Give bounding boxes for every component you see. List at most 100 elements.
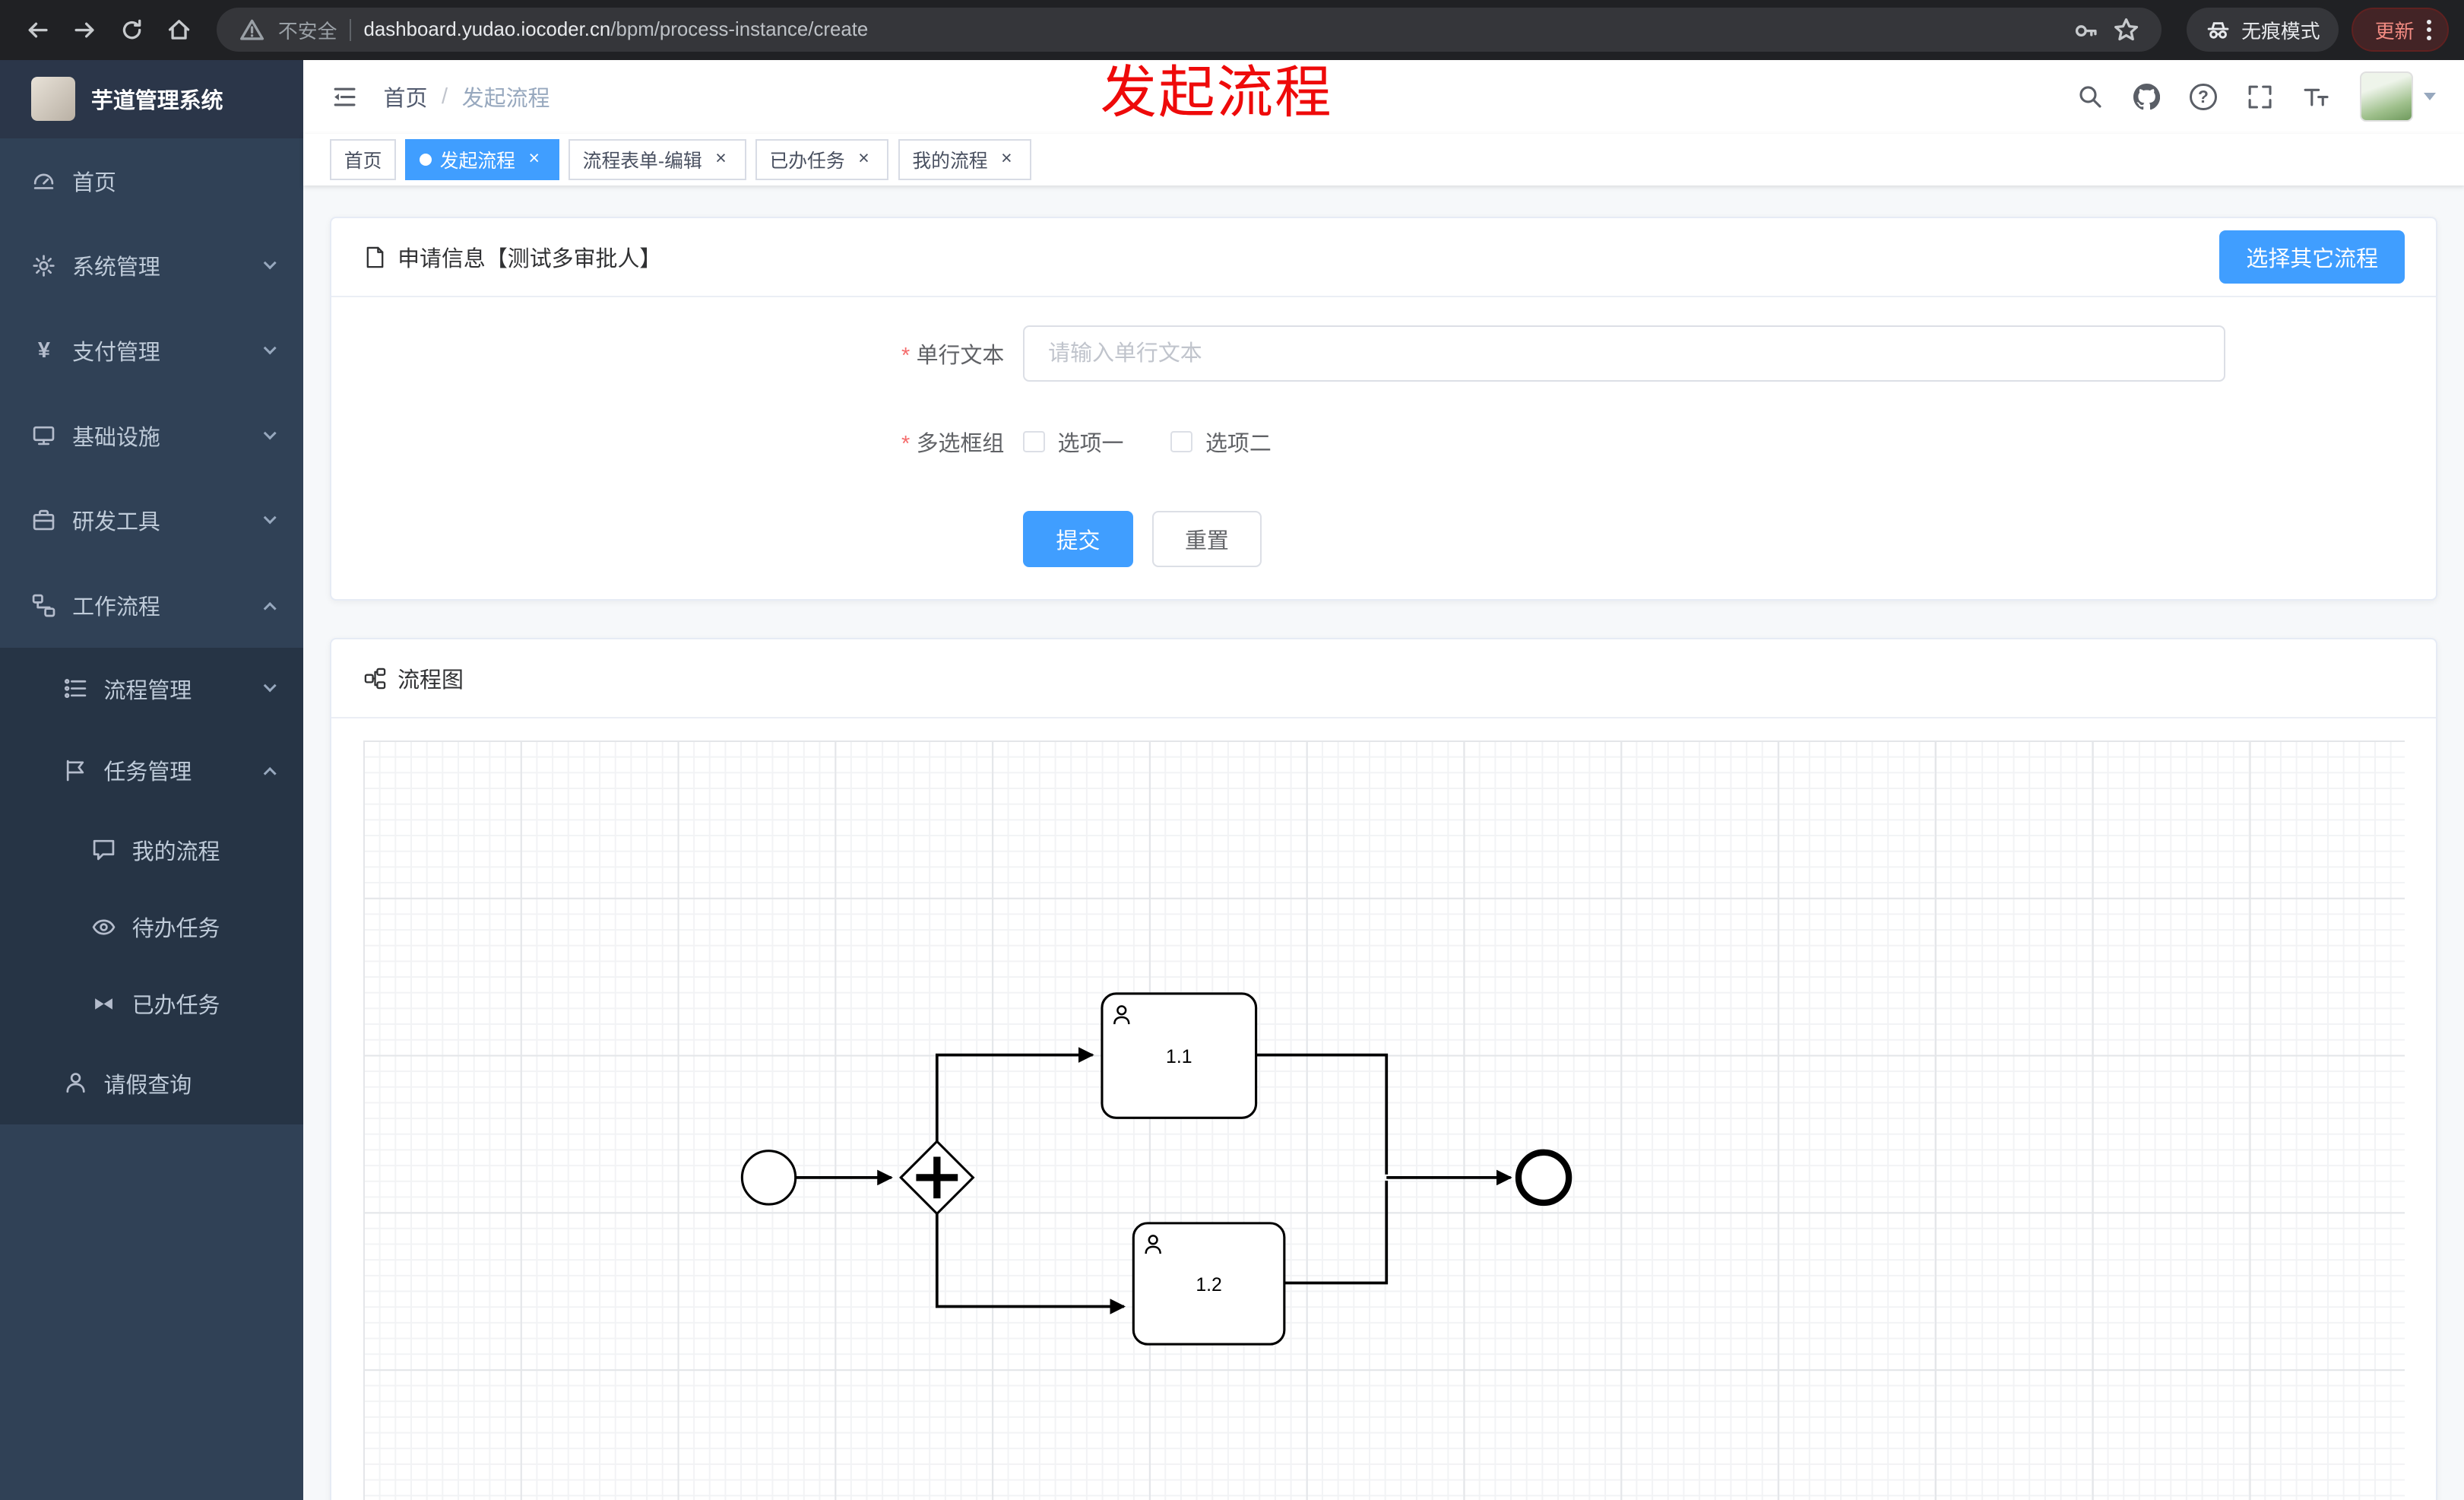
sidebar-item-done-tasks[interactable]: 已办任务 [0, 966, 303, 1042]
refresh-button[interactable] [110, 8, 154, 52]
sidebar-item-infrastructure[interactable]: 基础设施 [0, 393, 303, 478]
bpmn-canvas[interactable]: 1.1 1.2 [363, 740, 2405, 1500]
toolbox-icon [33, 509, 55, 531]
document-icon [366, 246, 383, 268]
sidebar-item-payment[interactable]: ¥ 支付管理 [0, 308, 303, 393]
avatar-image [2359, 71, 2413, 122]
incognito-badge[interactable]: 无痕模式 [2186, 8, 2339, 52]
chevron-down-icon [263, 511, 277, 525]
chat-bubble-icon [93, 840, 115, 861]
task-label: 1.2 [1196, 1275, 1221, 1295]
hamburger-icon [334, 87, 356, 106]
process-form: *单行文本 *多选框组 选项一 [331, 297, 2436, 599]
tab-initiate-process[interactable]: 发起流程 × [405, 139, 559, 180]
bpmn-flow [935, 1213, 1126, 1314]
close-icon[interactable]: × [715, 148, 727, 170]
sidebar-item-workflow[interactable]: 工作流程 [0, 563, 303, 648]
sidebar-item-home[interactable]: 首页 [0, 138, 303, 224]
browser-update-button[interactable]: 更新 [2351, 8, 2449, 52]
close-icon[interactable]: × [528, 148, 540, 170]
workflow-icon [33, 594, 55, 617]
sidebar: 芋道管理系统 首页 系统管理 ¥ 支付管理 基础设施 [0, 59, 304, 1500]
forward-button[interactable] [63, 8, 107, 52]
refresh-icon [122, 19, 141, 40]
chevron-up-icon [263, 601, 277, 616]
annotation-text: 发起流程 [1100, 61, 1333, 125]
sidebar-item-process-management[interactable]: 流程管理 [0, 648, 303, 730]
sidebar-item-system[interactable]: 系统管理 [0, 224, 303, 309]
chevron-down-icon [263, 426, 277, 440]
bpmn-start-event [740, 1149, 797, 1206]
incognito-icon [2207, 21, 2228, 39]
url-text: dashboard.yudao.iocoder.cn/bpm/process-i… [363, 18, 869, 40]
submit-button[interactable]: 提交 [1023, 510, 1133, 568]
bpmn-flow [1256, 1053, 1388, 1175]
key-icon[interactable] [2073, 17, 2100, 43]
sidebar-item-todo-tasks[interactable]: 待办任务 [0, 888, 303, 965]
top-navbar: 首页 / 发起流程 ? [303, 59, 2464, 134]
chevron-up-icon [263, 766, 277, 781]
back-button[interactable] [16, 8, 60, 52]
sidebar-item-task-management[interactable]: 任务管理 [0, 730, 303, 812]
help-icon[interactable]: ? [2190, 83, 2217, 110]
single-line-text-input[interactable] [1023, 325, 2226, 382]
chevron-down-icon [263, 256, 277, 271]
search-icon[interactable] [2077, 84, 2104, 110]
list-icon [64, 679, 87, 699]
flow-chart-icon [364, 668, 385, 689]
warning-icon [240, 19, 264, 40]
person-icon [66, 1073, 85, 1093]
browser-menu-icon[interactable] [2427, 19, 2432, 40]
security-label[interactable]: 不安全 [277, 21, 337, 43]
sidebar-logo[interactable]: 芋道管理系统 [0, 59, 304, 138]
checkbox-option-1[interactable]: 选项一 [1023, 426, 1123, 458]
field-label-text: *单行文本 [901, 344, 1005, 369]
bookmark-star-icon[interactable] [2113, 17, 2139, 43]
sidebar-item-devtools[interactable]: 研发工具 [0, 478, 303, 563]
tags-view: 首页 发起流程 × 流程表单-编辑 × 已办任务 × 我的流程 × [303, 133, 2464, 186]
tab-home[interactable]: 首页 [330, 139, 396, 180]
incognito-label: 无痕模式 [2241, 21, 2320, 43]
font-size-icon[interactable] [2303, 84, 2329, 110]
breadcrumb-home[interactable]: 首页 [383, 87, 428, 112]
checkbox-icon[interactable] [1170, 430, 1193, 453]
reset-button[interactable]: 重置 [1151, 510, 1262, 568]
breadcrumb-current: 发起流程 [461, 87, 550, 112]
process-diagram-card: 流程图 [330, 638, 2438, 1500]
checkbox-group: 选项一 选项二 [1023, 414, 1272, 470]
breadcrumb: 首页 / 发起流程 [384, 81, 550, 113]
card-title: 流程图 [397, 668, 464, 693]
fullscreen-icon[interactable] [2247, 84, 2273, 110]
bpmn-flow [935, 1046, 1094, 1142]
chevron-down-icon [263, 341, 277, 355]
tab-done-tasks[interactable]: 已办任务 × [755, 139, 889, 180]
card-title: 申请信息【测试多审批人】 [397, 247, 662, 272]
address-bar[interactable]: 不安全 dashboard.yudao.iocoder.cn/bpm/proce… [217, 8, 2162, 52]
browser-toolbar: 不安全 dashboard.yudao.iocoder.cn/bpm/proce… [0, 0, 2464, 60]
user-task-icon [1145, 1234, 1161, 1254]
user-task-icon [1113, 1004, 1130, 1024]
checkbox-icon[interactable] [1023, 430, 1046, 453]
user-avatar[interactable] [2359, 71, 2437, 122]
sidebar-item-my-processes[interactable]: 我的流程 [0, 811, 303, 888]
close-icon[interactable]: × [1001, 148, 1012, 170]
gear-icon [33, 255, 55, 277]
sidebar-toggle-button[interactable] [331, 84, 358, 110]
github-icon[interactable] [2133, 83, 2161, 110]
select-other-process-button[interactable]: 选择其它流程 [2219, 230, 2405, 284]
dashboard-icon [34, 173, 54, 190]
field-label-checkbox-group: *多选框组 [901, 431, 1005, 456]
forward-arrow-icon [74, 22, 94, 38]
checkbox-option-2[interactable]: 选项二 [1170, 426, 1272, 458]
caret-down-icon [2424, 93, 2437, 100]
close-icon[interactable]: × [858, 148, 869, 170]
tab-process-form-edit[interactable]: 流程表单-编辑 × [568, 139, 746, 180]
task-label: 1.1 [1166, 1047, 1192, 1067]
bpmn-end-event [1515, 1149, 1572, 1206]
home-button[interactable] [157, 8, 201, 52]
app-title: 芋道管理系统 [90, 89, 223, 114]
tab-my-processes[interactable]: 我的流程 × [898, 139, 1032, 180]
select-icon [95, 998, 112, 1010]
sidebar-item-leave-query[interactable]: 请假查询 [0, 1042, 303, 1124]
flag-icon [66, 760, 84, 782]
